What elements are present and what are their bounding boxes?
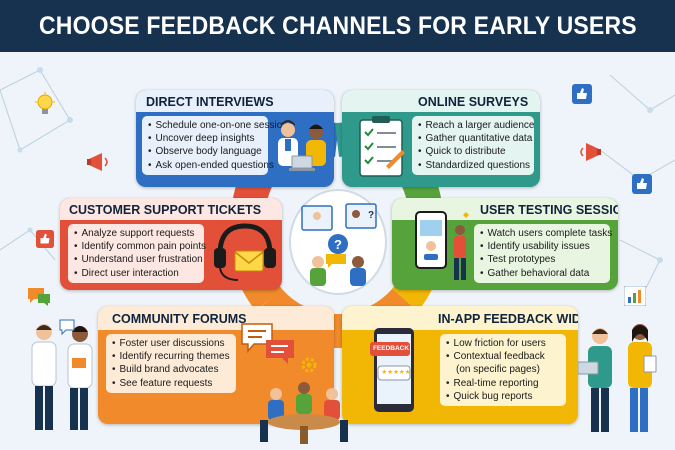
clipboard-checklist-icon: [359, 116, 405, 177]
users-with-laptop-illustration: [578, 324, 657, 432]
thumbs-up-icon: [572, 84, 592, 104]
support-tickets-title: CUSTOMER SUPPORT TICKETS: [69, 203, 262, 217]
user-testing-list: Watch users complete tasks Identify usab…: [474, 224, 613, 283]
list-item: (on specific pages): [456, 364, 540, 376]
list-item: Standardized questions: [418, 159, 531, 172]
gear-icon: [301, 357, 317, 373]
online-surveys-title: ONLINE SURVEYS: [418, 95, 529, 109]
list-item: Gather quantitative data: [418, 132, 533, 145]
smartphone-icon: [370, 328, 414, 412]
megaphone-icon: [87, 153, 108, 171]
list-item: Identify common pain points: [74, 240, 207, 253]
lightbulb-icon: [35, 92, 55, 114]
card-support-tickets: CUSTOMER SUPPORT TICKETS Analyze support…: [60, 198, 282, 290]
chat-bubble-icon: [241, 323, 294, 364]
list-item: Foster user discussions: [112, 337, 230, 350]
list-item: Analyze support requests: [74, 227, 198, 240]
list-item: Identify usability issues: [480, 240, 604, 253]
chat-bubble-icon: [28, 288, 50, 306]
list-item: Real-time reporting: [446, 377, 560, 390]
list-item: Build brand advocates: [112, 363, 230, 376]
thumbs-up-icon: [632, 174, 652, 194]
direct-interviews-list: Schedule one-on-one sessions Uncover dee…: [142, 116, 293, 175]
list-item: Test prototypes: [480, 253, 604, 266]
list-item: Understand user frustration: [74, 253, 203, 266]
thumbs-up-icon: [36, 230, 54, 248]
list-item: Schedule one-on-one sessions: [148, 119, 293, 132]
list-item: Gather behavioral data: [480, 267, 604, 280]
star-rating[interactable]: ★★★★★: [381, 368, 411, 376]
support-tickets-list: Analyze support requests Identify common…: [68, 224, 207, 283]
card-in-app-widget: IN-APP FEEDBACK WIDGET FEEDBACK ★★★★★ Lo…: [342, 306, 578, 424]
card-user-testing: USER TESTING SESSIONS Watch users comple…: [392, 198, 618, 290]
bar-chart-icon: [624, 286, 646, 306]
megaphone-icon: [580, 143, 601, 161]
list-item: Direct user interaction: [74, 267, 198, 280]
in-app-widget-list: Low friction for users Contextual feedba…: [440, 334, 566, 407]
card-community-forums: COMMUNITY FORUMS Foster user discussions…: [98, 306, 334, 424]
community-forums-title: COMMUNITY FORUMS: [112, 312, 247, 326]
direct-interviews-title: DIRECT INTERVIEWS: [146, 95, 274, 109]
list-item: Identify recurring themes: [112, 350, 230, 363]
list-item: Ask open-ended questions: [148, 159, 274, 172]
smartphone-icon: [415, 211, 469, 280]
list-item: Observe body language: [148, 145, 262, 158]
list-item: Quick bug reports: [446, 390, 560, 403]
feedback-badge[interactable]: FEEDBACK: [372, 345, 410, 352]
envelope-icon: [234, 250, 264, 272]
interview-people-illustration: [278, 120, 326, 171]
card-online-surveys: ONLINE SURVEYS Reach a larger audience G…: [342, 90, 540, 187]
center-hub: ? ?: [289, 189, 387, 295]
list-item: Quick to distribute: [418, 145, 528, 158]
svg-text:?: ?: [368, 210, 374, 221]
header-banner: CHOOSE FEEDBACK CHANNELS FOR EARLY USERS: [0, 0, 675, 52]
community-forums-list: Foster user discussions Identify recurri…: [106, 334, 236, 393]
list-item: Uncover deep insights: [148, 132, 262, 145]
list-item: Reach a larger audience: [418, 119, 535, 132]
headset-icon: [214, 223, 276, 281]
meeting-table-illustration: [260, 382, 348, 444]
online-surveys-list: Reach a larger audience Gather quantitat…: [412, 116, 534, 175]
list-item: Watch users complete tasks: [480, 227, 613, 240]
in-app-widget-title: IN-APP FEEDBACK WIDGET: [438, 312, 578, 326]
user-testing-title: USER TESTING SESSIONS: [480, 203, 618, 217]
card-direct-interviews: DIRECT INTERVIEWS Schedule one-on-one se…: [136, 90, 334, 187]
doctor-illustration: [31, 319, 93, 430]
list-item: See feature requests: [112, 377, 230, 390]
list-item: Contextual feedback: [446, 350, 560, 363]
svg-text:?: ?: [334, 237, 342, 252]
list-item: Low friction for users: [446, 337, 560, 350]
page-title: CHOOSE FEEDBACK CHANNELS FOR EARLY USERS: [38, 11, 637, 40]
